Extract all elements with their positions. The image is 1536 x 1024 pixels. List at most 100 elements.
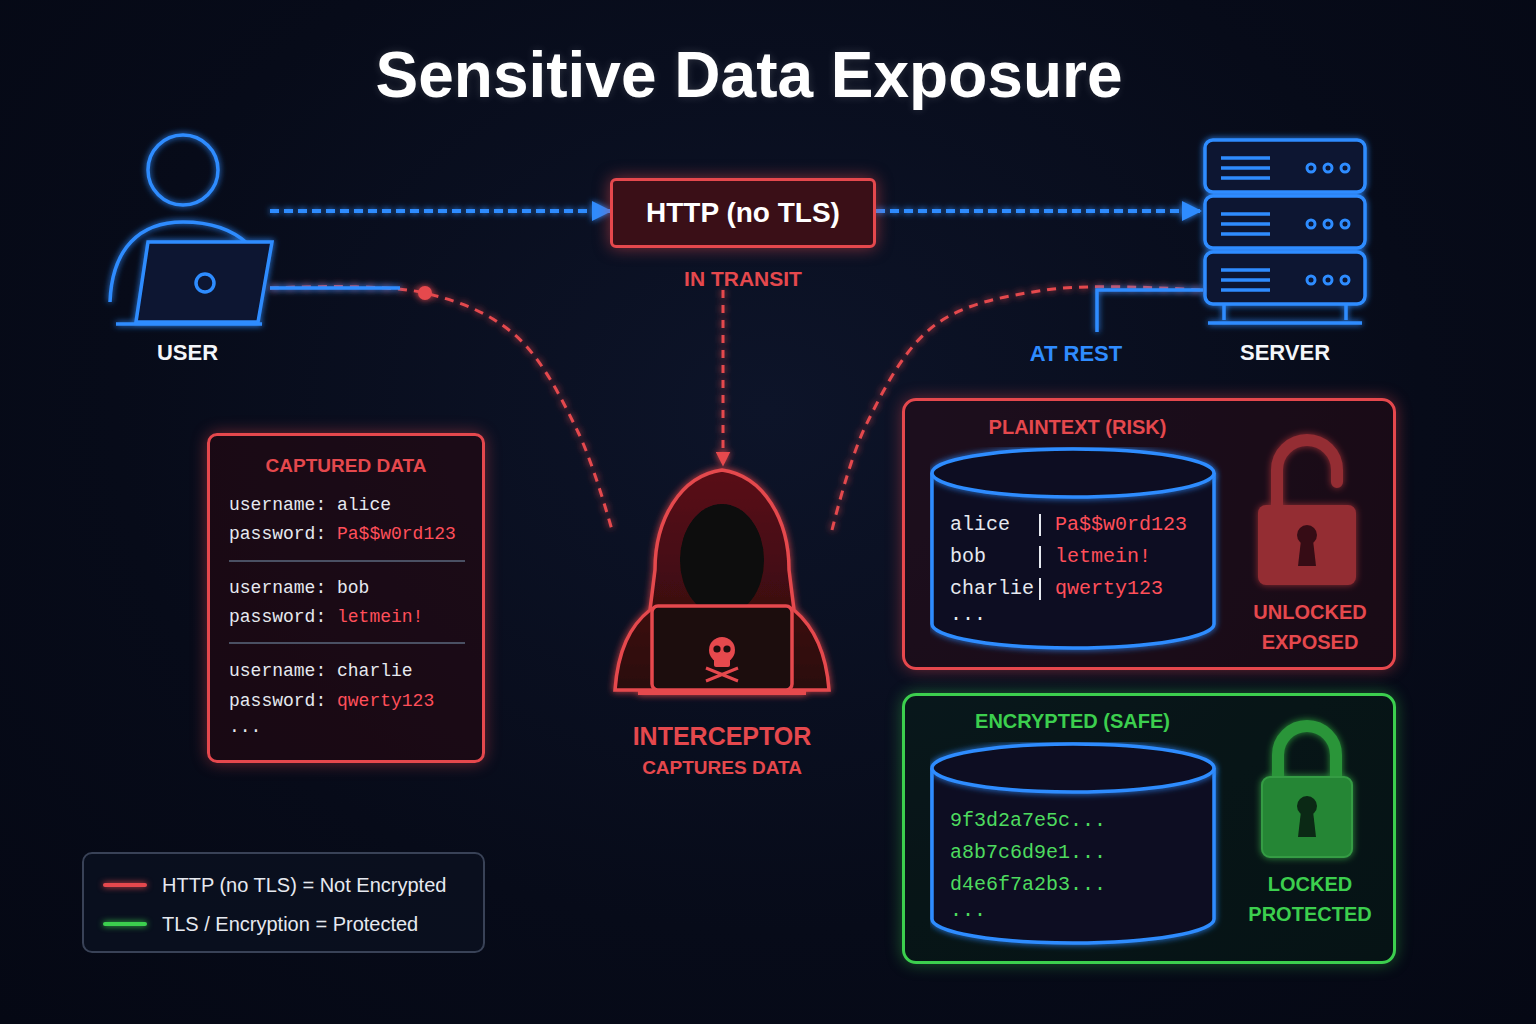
user-node: USER xyxy=(105,130,270,330)
data-flow-arrow xyxy=(876,209,1200,213)
node-text: ... xyxy=(950,603,986,627)
node-text: ... xyxy=(950,899,986,923)
node-label: USER xyxy=(105,340,270,366)
user-laptop xyxy=(136,242,272,322)
database-cylinder: alice Pa$$w0rd123 bob letmein! charlie qwerty… xyxy=(930,447,1216,650)
server-unit xyxy=(1205,252,1365,304)
cylinder-top xyxy=(932,744,1214,792)
skull-symbol xyxy=(706,637,738,681)
encrypted-panel: ENCRYPTED (SAFE) 9f3d2a7e5c... a8b7c6d9e1.… xyxy=(902,693,1396,964)
panel-title: CAPTURED DATA xyxy=(210,454,482,477)
server-icon xyxy=(1205,140,1365,323)
panel-title: ENCRYPTED (SAFE) xyxy=(905,709,1240,733)
diagram-title: Sensitive Data Exposure xyxy=(0,37,1498,113)
node-text: qwerty123 xyxy=(1055,577,1163,601)
node-text: username: alice xyxy=(229,494,391,516)
skull-symbol xyxy=(723,645,730,652)
hacker-laptop-base xyxy=(638,691,806,695)
server-lights xyxy=(1324,276,1332,284)
node-text: Pa$$w0rd123 xyxy=(1055,513,1187,537)
server-node: SERVER xyxy=(1200,138,1370,328)
user-laptop-base xyxy=(116,322,262,326)
server-lights xyxy=(1324,220,1332,228)
separator-line xyxy=(229,560,465,562)
server-lights xyxy=(1307,220,1315,228)
node-label: SERVER xyxy=(1200,340,1370,366)
user-icon xyxy=(110,135,272,324)
server-bars xyxy=(1221,158,1270,290)
status-label: LOCKED PROTECTED xyxy=(1240,869,1380,929)
interceptor-node: INTERCEPTORCAPTURES DATA xyxy=(612,465,832,780)
node-text: username: charlie xyxy=(229,660,413,682)
lock-status: LOCKED PROTECTED xyxy=(1240,735,1380,955)
legend-line-sample xyxy=(103,922,147,926)
server-lights xyxy=(1341,276,1349,284)
node-sublabel: CAPTURES DATA xyxy=(592,756,852,779)
hood-outline xyxy=(615,470,829,690)
server-lights xyxy=(1324,164,1332,172)
server-lights xyxy=(1341,164,1349,172)
interception-path xyxy=(270,287,612,530)
skull-symbol xyxy=(713,645,720,652)
node-text: Pa$$w0rd123 xyxy=(337,523,456,545)
node-text: password: xyxy=(229,690,326,712)
server-unit xyxy=(1205,140,1365,192)
interception-path xyxy=(722,290,725,465)
user-wire xyxy=(270,286,400,290)
user-body xyxy=(110,222,248,302)
node-text: username: bob xyxy=(229,577,369,599)
node-text: d4e6f7a2b3... xyxy=(950,873,1106,897)
node-text: letmein! xyxy=(1055,545,1151,569)
node-text: alice xyxy=(950,513,1010,537)
node-text: password: xyxy=(229,606,326,628)
legend-entry: TLS / Encryption = Protected xyxy=(84,911,483,937)
node-label: INTERCEPTOR xyxy=(592,721,852,751)
hacker-laptop xyxy=(652,606,792,690)
separator-line xyxy=(229,642,465,644)
cylinder-body xyxy=(932,768,1214,943)
server-lights xyxy=(1341,220,1349,228)
cylinder-top xyxy=(932,449,1214,497)
box-caption: IN TRANSIT xyxy=(610,266,876,291)
hacker-icon xyxy=(615,470,829,693)
at-rest-leader xyxy=(1097,290,1203,332)
node-text: 9f3d2a7e5c... xyxy=(950,809,1106,833)
skull-symbol xyxy=(709,637,735,663)
interception-path xyxy=(832,287,1200,530)
cylinder-body xyxy=(932,473,1214,648)
column-separator xyxy=(1039,578,1041,600)
user-laptop-dot xyxy=(196,274,214,292)
free-label: AT REST xyxy=(1000,341,1152,367)
node-text: password: xyxy=(229,523,326,545)
server-stand xyxy=(1208,304,1362,323)
tap-point xyxy=(418,286,432,300)
panel-title: PLAINTEXT (RISK) xyxy=(905,415,1250,439)
column-separator xyxy=(1039,546,1041,568)
node-text: charlie xyxy=(950,577,1034,601)
legend-box: HTTP (no TLS) = Not EncryptedTLS / Encry… xyxy=(82,852,485,953)
plaintext-panel: PLAINTEXT (RISK) alice Pa$$w0rd123 bob letme… xyxy=(902,398,1396,670)
skull-symbol xyxy=(714,658,730,667)
database-cylinder: 9f3d2a7e5c... a8b7c6d9e1... d4e6f7a2b3....… xyxy=(930,742,1216,945)
server-lights xyxy=(1307,276,1315,284)
box-title: HTTP (no TLS) xyxy=(610,196,876,230)
legend-entry: HTTP (no TLS) = Not Encrypted xyxy=(84,872,483,898)
lock-status: UNLOCKED EXPOSED xyxy=(1240,440,1380,655)
node-text: a8b7c6d9e1... xyxy=(950,841,1106,865)
server-unit xyxy=(1205,196,1365,248)
column-separator xyxy=(1039,514,1041,536)
skull-symbol xyxy=(706,668,738,681)
node-text: ... xyxy=(229,716,261,738)
node-text: bob xyxy=(950,545,986,569)
protocol-box: HTTP (no TLS) IN TRANSIT xyxy=(610,178,876,290)
status-label: UNLOCKED EXPOSED xyxy=(1240,597,1380,657)
legend-text: HTTP (no TLS) = Not Encrypted xyxy=(162,872,446,898)
data-flow-arrow xyxy=(270,209,610,213)
server-lights xyxy=(1307,164,1315,172)
hood-face xyxy=(680,504,764,616)
legend-line-sample xyxy=(103,883,147,887)
legend-text: TLS / Encryption = Protected xyxy=(162,911,418,937)
user-head xyxy=(148,135,218,205)
node-text: letmein! xyxy=(337,606,423,628)
